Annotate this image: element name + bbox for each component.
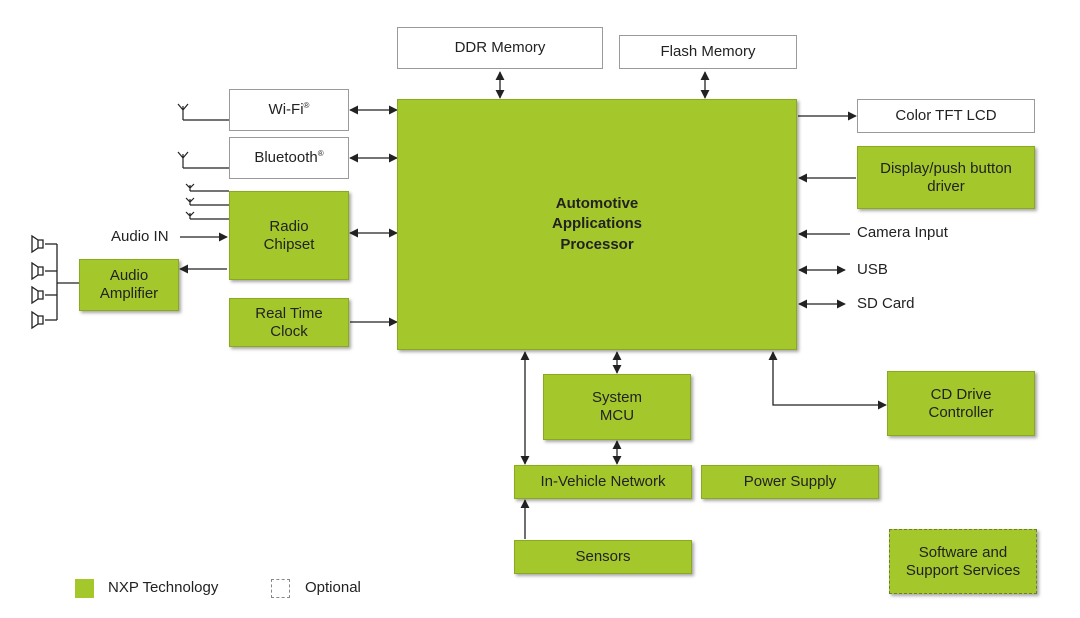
bluetooth-block: Bluetooth® xyxy=(229,137,349,179)
power-supply-block: Power Supply xyxy=(701,465,879,499)
legend-nxp-swatch xyxy=(75,579,94,598)
cd-drive-controller-label: CD Drive Controller xyxy=(928,385,994,421)
legend-nxp-label: NXP Technology xyxy=(108,579,219,596)
system-mcu-label: System MCU xyxy=(591,389,642,424)
antenna-icon xyxy=(177,103,189,120)
color-tft-lcd-label: Color TFT LCD xyxy=(895,107,997,124)
flash-memory-label: Flash Memory xyxy=(660,43,756,60)
software-support-block: Software and Support Services xyxy=(889,529,1037,594)
radio-chipset-block: Radio Chipset xyxy=(229,191,349,280)
cd-drive-controller-block: CD Drive Controller xyxy=(887,371,1035,436)
in-vehicle-network-block: In-Vehicle Network xyxy=(514,465,692,499)
antenna-icon xyxy=(185,211,195,219)
legend-optional-label: Optional xyxy=(305,579,361,596)
flash-memory-block: Flash Memory xyxy=(619,35,797,69)
wifi-block: Wi-Fi® xyxy=(229,89,349,131)
ddr-memory-block: DDR Memory xyxy=(397,27,603,69)
processor-block: Automotive Applications Processor xyxy=(397,99,797,350)
software-support-label: Software and Support Services xyxy=(905,543,1021,579)
antenna-icon xyxy=(185,197,195,205)
speaker-icon xyxy=(31,285,44,305)
speaker-icon xyxy=(31,234,44,254)
cd-drive-link xyxy=(768,351,887,410)
audio-amplifier-block: Audio Amplifier xyxy=(79,259,179,311)
real-time-clock-label: Real Time Clock xyxy=(255,304,323,340)
sd-card-label: SD Card xyxy=(857,295,915,312)
real-time-clock-block: Real Time Clock xyxy=(229,298,349,347)
speaker-icon xyxy=(31,261,44,281)
usb-label: USB xyxy=(857,261,888,278)
color-tft-lcd-block: Color TFT LCD xyxy=(857,99,1035,133)
bluetooth-label: Bluetooth® xyxy=(254,149,324,166)
sensors-label: Sensors xyxy=(575,548,631,565)
ddr-memory-label: DDR Memory xyxy=(454,39,546,56)
display-driver-block: Display/push button driver xyxy=(857,146,1035,209)
sensors-block: Sensors xyxy=(514,540,692,574)
audio-amplifier-label: Audio Amplifier xyxy=(99,267,159,302)
power-supply-label: Power Supply xyxy=(743,473,837,490)
audio-in-label: Audio IN xyxy=(111,228,169,245)
processor-label: Automotive Applications Processor xyxy=(551,195,642,253)
camera-input-label: Camera Input xyxy=(857,224,948,241)
antenna-icon xyxy=(185,183,195,191)
speaker-icon xyxy=(31,310,44,330)
display-driver-label: Display/push button driver xyxy=(880,159,1012,195)
wifi-label: Wi-Fi® xyxy=(268,101,310,118)
in-vehicle-network-label: In-Vehicle Network xyxy=(540,473,666,490)
antenna-icon xyxy=(177,151,189,168)
system-mcu-block: System MCU xyxy=(543,374,691,440)
radio-chipset-label: Radio Chipset xyxy=(263,217,315,253)
legend-optional-swatch xyxy=(271,579,290,598)
